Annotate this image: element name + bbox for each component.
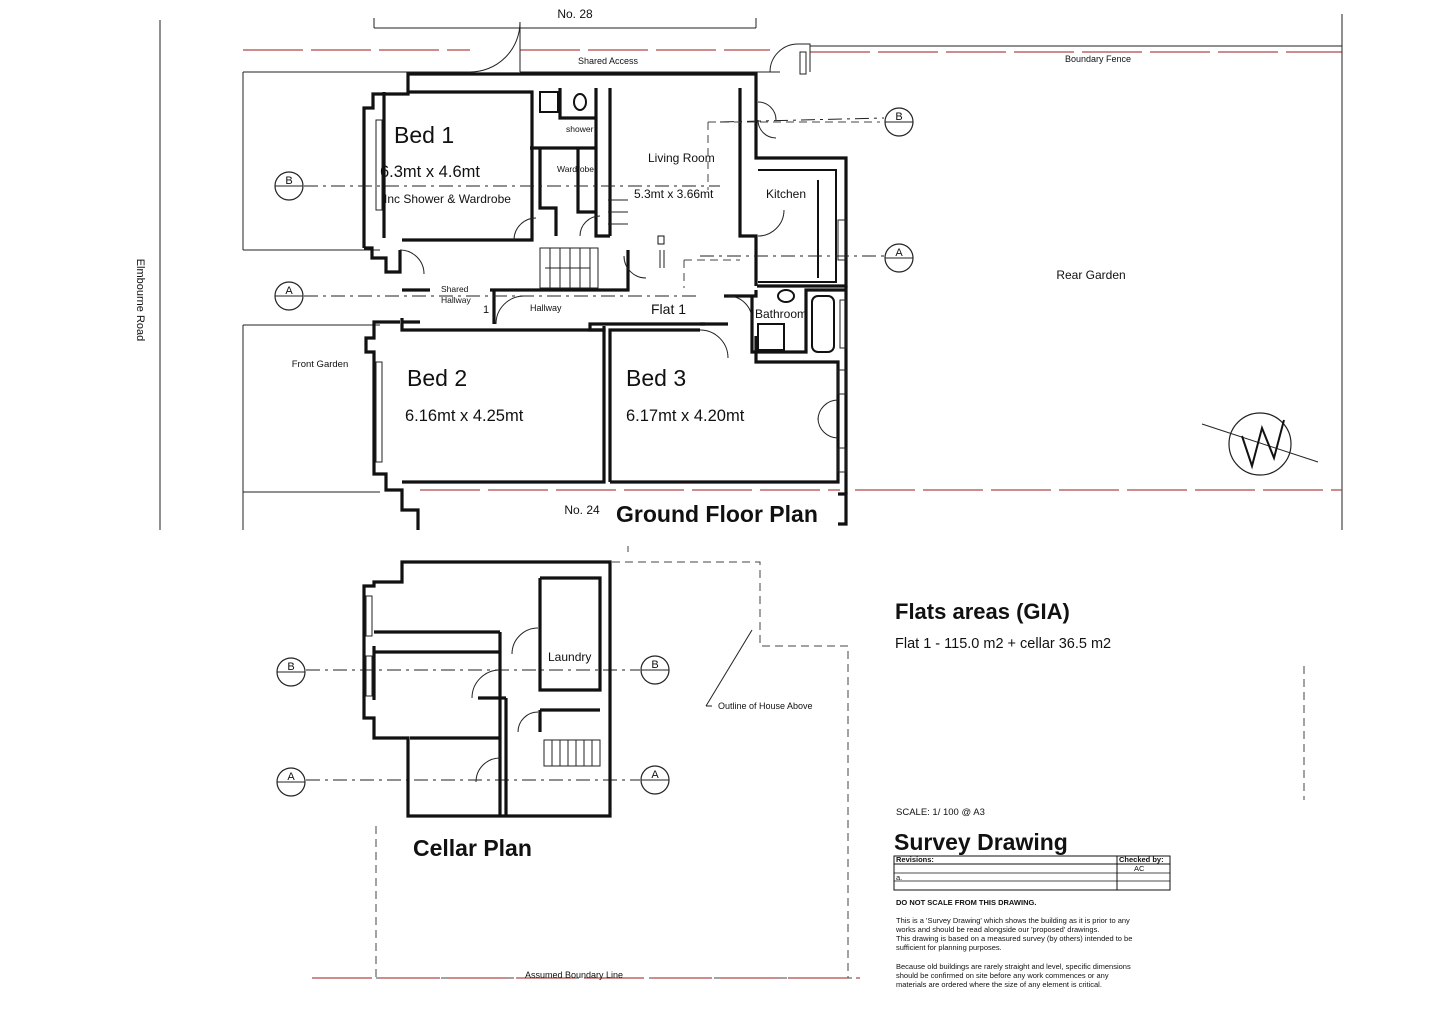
north-arrow-icon — [1201, 412, 1319, 476]
room-bed1-dims: 6.3mt x 4.6mt — [380, 163, 480, 181]
cellar-marker-b-right: B — [640, 655, 670, 685]
room-shared-hallway-2: Hallway — [441, 295, 472, 305]
label-assumed-boundary: Assumed Boundary Line — [525, 970, 623, 980]
room-bathroom: Bathroom — [755, 307, 807, 321]
scale-text: SCALE: 1/ 100 @ A3 — [896, 807, 985, 818]
svg-text:B: B — [287, 661, 294, 673]
label-boundary-fence: Boundary Fence — [1065, 54, 1131, 64]
survey-drawing-title: Survey Drawing — [894, 829, 1068, 855]
ground-floor-walls — [362, 51, 880, 530]
revisions-table: Revisions: Checked by: AC a. — [893, 855, 1171, 891]
disclaimer-line: This drawing is based on a measured surv… — [896, 934, 1132, 943]
section-marker-a-right: A — [884, 243, 914, 273]
disclaimer-line: Because old buildings are rarely straigh… — [896, 962, 1131, 971]
room-living-dims: 5.3mt x 3.66mt — [634, 187, 714, 201]
cellar-marker-b-left: B — [276, 657, 306, 687]
ground-floor-plan-title: Ground Floor Plan — [616, 501, 818, 527]
plan-labels: No. 28 Shared Access Boundary Fence Elmb… — [134, 7, 1131, 980]
svg-text:A: A — [895, 247, 903, 259]
room-bed2-dims: 6.16mt x 4.25mt — [405, 407, 524, 425]
label-no28: No. 28 — [557, 7, 593, 21]
disclaimer-line: materials are ordered where the size of … — [896, 980, 1102, 989]
flats-areas-title: Flats areas (GIA) — [895, 599, 1070, 624]
flat1-area: Flat 1 - 115.0 m2 + cellar 36.5 m2 — [895, 636, 1111, 652]
room-bed3-name: Bed 3 — [626, 365, 686, 391]
svg-text:A: A — [651, 769, 659, 781]
cellar-marker-a-left: A — [276, 767, 306, 797]
svg-text:A: A — [285, 285, 293, 297]
svg-text:B: B — [285, 175, 292, 187]
disclaimer-line: works and should be read alongside our '… — [895, 925, 1099, 934]
label-front-garden: Front Garden — [292, 359, 349, 370]
room-hallway: Hallway — [530, 303, 562, 313]
room-wardrobe: Wardrobe — [557, 164, 594, 174]
section-lines — [304, 117, 885, 781]
room-kitchen: Kitchen — [766, 187, 806, 201]
revision-a: a. — [896, 873, 902, 882]
room-bed3-dims: 6.17mt x 4.20mt — [626, 407, 745, 425]
disclaimer-line: should be confirmed on site before any w… — [896, 971, 1109, 980]
checked-by-header: Checked by: — [1119, 855, 1164, 864]
section-marker-b-left: B — [274, 171, 304, 201]
disclaimer-line: sufficient for planning purposes. — [896, 943, 1002, 952]
section-marker-b-right: B — [884, 107, 914, 137]
disclaimer-line: This is a 'Survey Drawing' which shows t… — [896, 916, 1130, 925]
room-laundry: Laundry — [548, 650, 591, 664]
room-bed1-name: Bed 1 — [394, 122, 454, 148]
cellar-plan-title: Cellar Plan — [413, 835, 532, 861]
label-no24: No. 24 — [564, 503, 600, 517]
room-bed2-name: Bed 2 — [407, 365, 467, 391]
checked-by-value: AC — [1134, 864, 1145, 873]
site-boundaries — [159, 14, 1343, 530]
label-road: Elmbourne Road — [134, 259, 146, 342]
room-flat1: Flat 1 — [651, 301, 686, 317]
cellar-plan-walls — [312, 546, 1305, 979]
room-living-name: Living Room — [648, 151, 715, 165]
svg-text:A: A — [287, 771, 295, 783]
info-block: Flats areas (GIA) Flat 1 - 115.0 m2 + ce… — [893, 599, 1171, 989]
no-scale-warning: DO NOT SCALE FROM THIS DRAWING. — [896, 898, 1036, 907]
cellar-marker-a-right: A — [640, 765, 670, 795]
svg-text:B: B — [895, 111, 902, 123]
stair-number: 1 — [483, 304, 489, 316]
label-rear-garden: Rear Garden — [1056, 268, 1125, 282]
room-shared-hallway-1: Shared — [441, 284, 469, 294]
revisions-header: Revisions: — [896, 855, 934, 864]
label-shared-access: Shared Access — [578, 56, 639, 66]
room-bed1-note: Inc Shower & Wardrobe — [384, 192, 511, 206]
room-shower: shower — [566, 124, 594, 134]
section-marker-a-left: A — [274, 281, 304, 311]
label-outline-house-above: Outline of House Above — [718, 701, 813, 711]
svg-text:B: B — [651, 659, 658, 671]
section-markers: B B A A B B A A — [274, 107, 914, 797]
